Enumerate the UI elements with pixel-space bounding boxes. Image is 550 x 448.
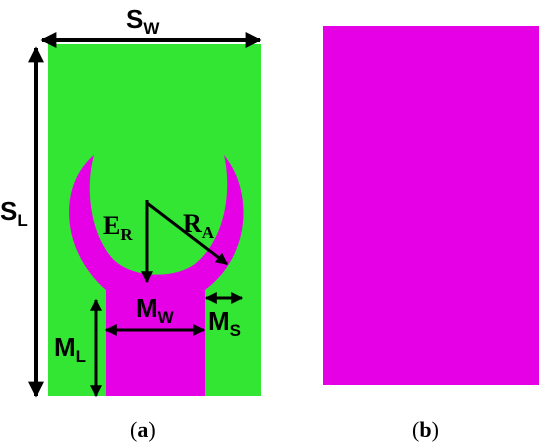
caption-a: (a) (130, 417, 156, 442)
er-label: ER (103, 211, 133, 244)
panel-b-back-view: (b) (323, 26, 539, 442)
sl-label: SL (0, 196, 28, 230)
sw-label: SW (126, 4, 160, 38)
ground-plane (323, 26, 539, 385)
mw-label: MW (136, 293, 175, 327)
panel-a-front-view: SW SL ER RA MW MS ML (0, 4, 262, 442)
ml-label: ML (54, 332, 86, 366)
caption-b: (b) (412, 417, 439, 442)
ra-arrow (146, 201, 228, 266)
ra-label: RA (183, 209, 215, 242)
ms-label: MS (208, 306, 241, 340)
